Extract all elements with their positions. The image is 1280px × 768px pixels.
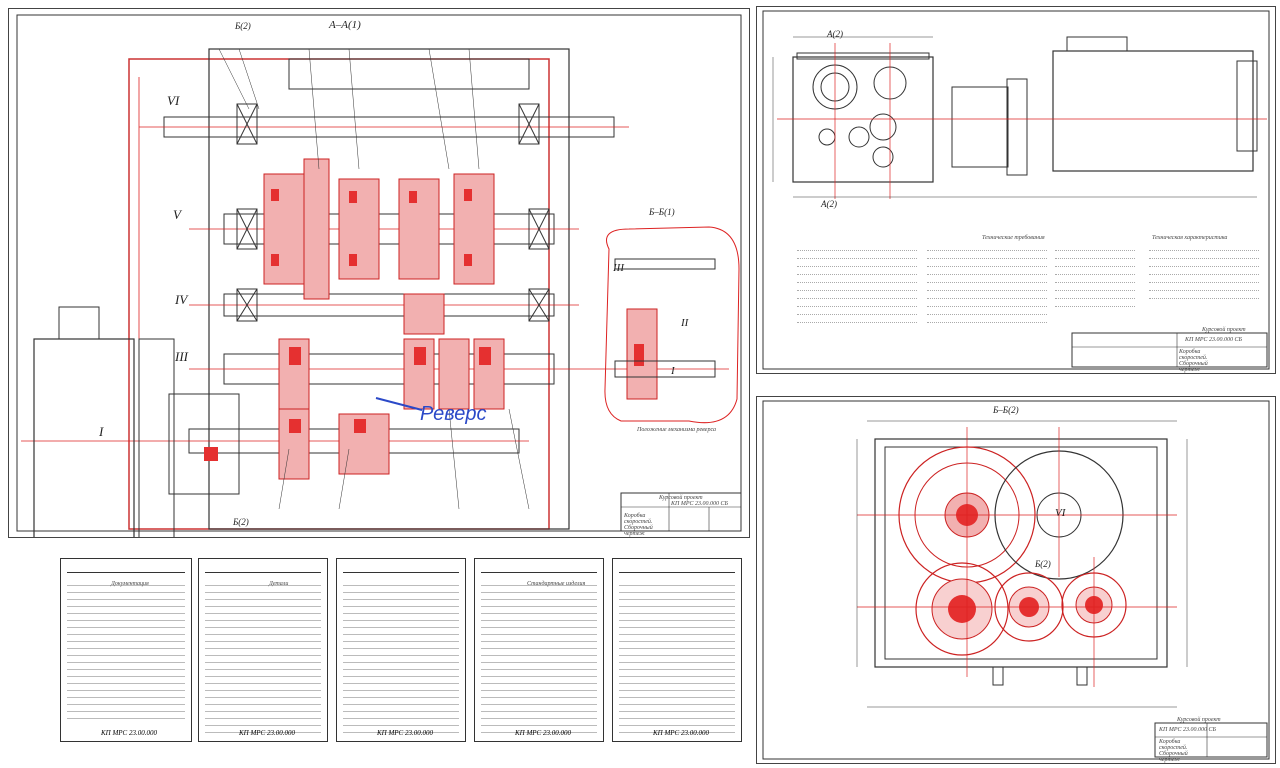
spec-sheet-5-rows <box>619 579 735 733</box>
spec-sheet-4-header <box>481 562 597 573</box>
spec-1-section: Документация <box>111 581 149 587</box>
tech-spec-heading: Техническая характеристика <box>1152 235 1228 241</box>
spec-2-section: Детали <box>269 581 289 587</box>
spec-3-code: КП МРС 23.00.000 <box>377 729 433 737</box>
section-title: А–А(1) <box>329 19 361 31</box>
main-title-project: Курсовой проект <box>659 495 703 501</box>
top-title-code: КП МРС 23.00.000 СБ <box>1185 337 1243 343</box>
tech-req-heading: Технические требования <box>982 235 1045 241</box>
notes-column-4 <box>1149 243 1259 313</box>
spec-sheet-3-header <box>343 562 459 573</box>
spec-sheet-4-rows <box>481 579 597 733</box>
reverse-arrow <box>375 397 423 411</box>
spec-sheet-2-rows <box>205 579 321 733</box>
section-view-graphics <box>762 400 1270 760</box>
section-detail-label: Б(2) <box>1035 559 1051 569</box>
section-shaft-6: VI <box>1055 507 1066 519</box>
spec-4-section: Стандартные изделия <box>527 581 586 587</box>
detail-shaft-1: I <box>671 365 675 377</box>
top-view-graphics <box>762 10 1270 370</box>
top-title-project: Курсовой проект <box>1202 327 1246 333</box>
shaft-label-1: I <box>99 424 104 439</box>
detail-shaft-3: III <box>613 262 624 274</box>
top-view-sheet: А(2) А(2) Технические требования Техниче… <box>756 6 1276 374</box>
bottom-title-project: Курсовой проект <box>1177 717 1221 723</box>
spec-sheet-1-rows <box>67 579 185 719</box>
main-drawing-graphics <box>16 14 742 537</box>
section-marker-top: Б(2) <box>235 21 251 31</box>
spec-sheet-2: Детали КП МРС 23.00.000 <box>198 558 328 742</box>
spec-sheet-2-header <box>205 562 321 573</box>
shaft-label-5: V <box>173 207 181 222</box>
bottom-title-code: КП МРС 23.00.000 СБ <box>1159 727 1217 733</box>
section-marker-bottom: Б(2) <box>233 517 249 527</box>
detail-shaft-2: II <box>681 317 689 329</box>
spec-sheet-1: Документация КП МРС 23.00.000 <box>60 558 192 742</box>
notes-column-3 <box>1055 243 1135 323</box>
main-title-name: Коробка скоростей. Сборочный чертеж <box>624 513 653 537</box>
view-label-bottom: А(2) <box>821 199 837 209</box>
spec-sheet-3-rows <box>343 579 459 733</box>
main-drawing-sheet: А–А(1) Б(2) Б(2) VI V IV III I Б–Б(1) II… <box>8 8 750 538</box>
main-title-code: КП МРС 23.00.000 СБ <box>671 501 729 507</box>
shaft-label-3: III <box>175 349 188 364</box>
bottom-title-name: Коробка скоростей. Сборочный чертеж <box>1159 739 1188 763</box>
spec-2-code: КП МРС 23.00.000 <box>239 729 295 737</box>
spec-sheet-3: КП МРС 23.00.000 <box>336 558 466 742</box>
spec-sheet-5-header <box>619 562 735 573</box>
view-label-top: А(2) <box>827 29 843 39</box>
spec-5-code: КП МРС 23.00.000 <box>653 729 709 737</box>
section-bb-title: Б–Б(2) <box>993 405 1019 415</box>
notes-column-2 <box>927 243 1047 333</box>
spec-sheet-4: Стандартные изделия КП МРС 23.00.000 <box>474 558 604 742</box>
section-view-sheet: Б–Б(2) VI Б(2) Курсовой проект КП МРС 23… <box>756 396 1276 764</box>
detail-title: Б–Б(1) <box>649 207 675 217</box>
spec-sheet-5: КП МРС 23.00.000 <box>612 558 742 742</box>
spec-sheet-1-header <box>67 562 185 573</box>
shaft-label-4: IV <box>175 292 188 307</box>
notes-column-1 <box>797 243 917 333</box>
spec-1-code: КП МРС 23.00.000 <box>101 729 157 737</box>
detail-caption: Положение механизма реверса <box>637 427 716 433</box>
shaft-label-6: VI <box>167 93 180 108</box>
top-title-name: Коробка скоростей. Сборочный чертеж <box>1179 349 1208 373</box>
reverse-label: Реверс <box>420 403 487 425</box>
spec-4-code: КП МРС 23.00.000 <box>515 729 571 737</box>
